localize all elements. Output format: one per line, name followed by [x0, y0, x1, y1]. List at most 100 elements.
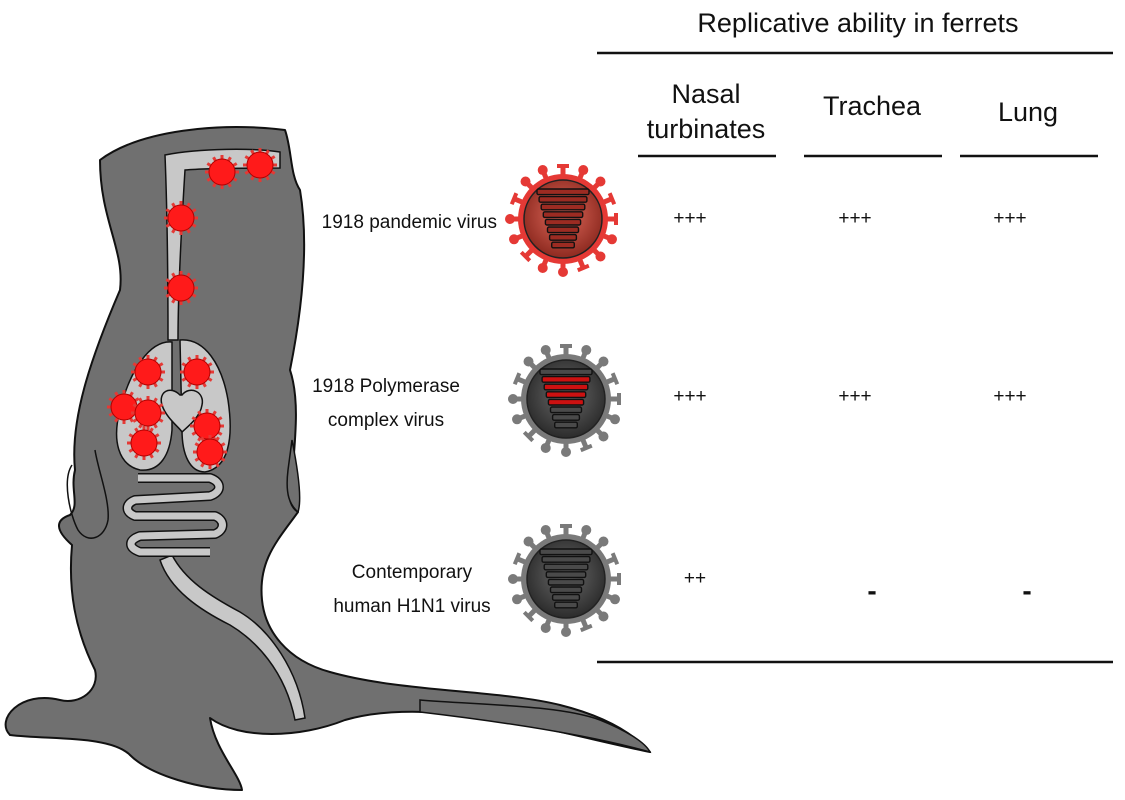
- row-pandemic: 1918 pandemic virus +++ +++ +++: [322, 164, 1027, 277]
- ferret-paw: [286, 439, 301, 514]
- row-label-contemporary-line1: Contemporary: [352, 562, 473, 583]
- ferret-virus-particle: [164, 271, 198, 305]
- rna-segment: [542, 211, 584, 219]
- ferret-virus-particle: [205, 155, 239, 189]
- ferret-virus-particle: [180, 355, 214, 389]
- virus-spike-knob: [561, 447, 571, 457]
- virus-spike-knob: [523, 536, 534, 547]
- column-header-nasal-line1: Nasal: [671, 79, 740, 109]
- virus-spike-knob: [537, 262, 548, 273]
- value-pandemic-lung: +++: [993, 208, 1026, 229]
- intestines-fill: [124, 474, 226, 556]
- particle-body: [196, 438, 224, 466]
- virus-spike-knob: [508, 394, 518, 404]
- ferret-virus-particle: [243, 148, 277, 182]
- virus-spike-knob: [523, 356, 534, 367]
- ferret-virus-particle: [131, 355, 165, 389]
- value-pandemic-nasal: +++: [673, 208, 706, 229]
- rna-segment: [546, 226, 580, 234]
- virus-spike-knob: [595, 176, 606, 187]
- ferret-tail: [419, 699, 652, 754]
- ferret-virus-particle: [190, 409, 224, 443]
- ferret-virus-particle: [131, 396, 165, 430]
- row-polymerase: 1918 Polymerase complex virus +++ +++ ++…: [312, 344, 1027, 457]
- value-contemporary-nasal: ++: [684, 568, 706, 589]
- virus-spike-cap: [522, 430, 535, 443]
- virus-spike-knob: [537, 165, 548, 176]
- rna-segment: [548, 233, 578, 241]
- particle-body: [183, 358, 211, 386]
- virus-spike-knob: [561, 627, 571, 637]
- value-polymerase-trachea: +++: [838, 386, 871, 407]
- column-header-trachea-line1: Trachea: [823, 91, 922, 121]
- virus-spike-knob: [540, 622, 551, 633]
- virus-spike-knob: [598, 536, 609, 547]
- value-contemporary-lung: -: [1022, 575, 1031, 606]
- particle-body: [130, 429, 158, 457]
- virus-spike-knob: [598, 356, 609, 367]
- virus-icon-contemporary: [508, 524, 621, 637]
- virus-spike-knob: [595, 251, 606, 262]
- virus-spike-knob: [540, 525, 551, 536]
- virus-spike-cap: [610, 372, 620, 386]
- column-header-nasal-line2: turbinates: [647, 114, 766, 144]
- column-header-trachea: Trachea: [804, 91, 942, 158]
- virus-spike-cap: [512, 372, 522, 386]
- virus-spike-knob: [540, 442, 551, 453]
- particle-body: [167, 204, 195, 232]
- rna-segment: [545, 391, 587, 399]
- ferret-virus-particle: [193, 435, 227, 469]
- rna-segment: [541, 555, 591, 563]
- gut-tube: [159, 554, 306, 721]
- virus-icon-polymerase: [508, 344, 621, 457]
- rna-segment: [541, 375, 591, 383]
- ferret-virus-particles: [107, 148, 277, 469]
- rna-segment: [547, 578, 585, 586]
- virus-spike-cap: [579, 623, 593, 633]
- virus-spike-cap: [607, 192, 617, 206]
- virus-spike-knob: [598, 611, 609, 622]
- particle-body: [134, 399, 162, 427]
- row-label-polymerase-line1: 1918 Polymerase: [312, 376, 460, 397]
- virus-spike-knob: [520, 176, 531, 187]
- virus-spike-knob: [581, 345, 592, 356]
- column-header-nasal: Nasal turbinates: [638, 79, 776, 158]
- row-label-pandemic: 1918 pandemic virus: [322, 212, 497, 233]
- virus-spike-cap: [509, 192, 519, 206]
- rna-segment: [544, 218, 582, 226]
- rna-segment: [543, 383, 589, 391]
- ferret-leg: [66, 449, 109, 539]
- ferret-virus-particle: [164, 201, 198, 235]
- row-contemporary: Contemporary human H1N1 virus ++ - -: [333, 524, 1032, 637]
- particle-body: [193, 412, 221, 440]
- virus-spike-knob: [581, 525, 592, 536]
- virus-spike-knob: [508, 574, 518, 584]
- rna-segment: [545, 571, 587, 579]
- ferret-body: [4, 126, 651, 791]
- virus-spike-cap: [512, 552, 522, 566]
- virus-spike-knob: [609, 414, 620, 425]
- particle-body: [110, 393, 138, 421]
- rna-segment: [549, 406, 583, 414]
- heart: [160, 389, 204, 434]
- virus-spike-knob: [512, 414, 523, 425]
- table-title: Replicative ability in ferrets: [697, 8, 1018, 38]
- virus-spike-knob: [512, 594, 523, 605]
- value-polymerase-lung: +++: [993, 386, 1026, 407]
- particle-body: [208, 158, 236, 186]
- virus-spike-knob: [558, 267, 568, 277]
- virus-icon-pandemic: [505, 164, 618, 277]
- virus-spike-knob: [505, 214, 515, 224]
- virus-spike-knob: [609, 594, 620, 605]
- particle-body: [246, 151, 274, 179]
- virus-spike-cap: [579, 443, 593, 453]
- row-label-polymerase-line2: complex virus: [328, 410, 444, 431]
- virus-spike-cap: [522, 610, 535, 623]
- rna-segment: [540, 203, 586, 211]
- column-header-lung: Lung: [960, 97, 1098, 158]
- virus-spike-cap: [610, 552, 620, 566]
- rna-segment: [539, 368, 593, 376]
- rna-segment: [549, 586, 583, 594]
- value-polymerase-nasal: +++: [673, 386, 706, 407]
- column-header-lung-line1: Lung: [998, 97, 1058, 127]
